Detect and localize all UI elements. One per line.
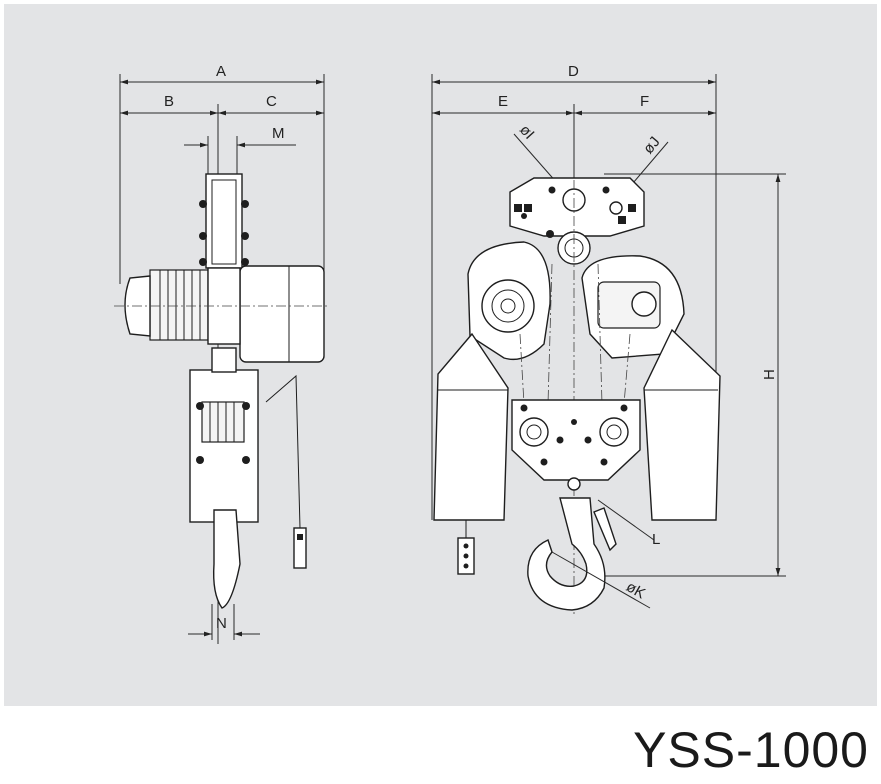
hook-side: [212, 509, 241, 609]
dimension-k-label: øK: [623, 578, 648, 602]
dimension-j-label: øJ: [640, 134, 664, 158]
left-wing: [433, 332, 509, 521]
model-name: YSS-1000: [633, 722, 869, 778]
dimension-h: H: [594, 173, 786, 577]
drawing-panel: A B C M: [4, 4, 877, 706]
motor-housing: [239, 265, 325, 363]
dimension-c-label: C: [266, 93, 277, 110]
dimension-n: N: [188, 604, 260, 640]
dimension-m-label: M: [272, 125, 285, 142]
dimension-a-label: A: [216, 63, 226, 80]
dimension-m: M: [184, 125, 296, 174]
dimension-l-label: L: [652, 531, 660, 548]
dimension-a: A: [119, 63, 325, 284]
side-view: A B C M: [114, 63, 330, 644]
dimension-n-label: N: [216, 615, 227, 632]
hook-front: [527, 497, 606, 611]
dimension-b-label: B: [164, 93, 174, 110]
dimension-h-label: H: [761, 369, 778, 380]
front-view: D E F øI øJ H: [431, 63, 786, 614]
trolley-frame: [205, 173, 243, 269]
motor-fins: [149, 269, 209, 341]
hook-block-side: [189, 369, 259, 523]
dimension-d-label: D: [568, 63, 579, 80]
dimension-l: L: [597, 499, 660, 548]
dimension-e-f: E F: [432, 93, 716, 180]
pendant-cable: [265, 374, 301, 529]
right-wing: [643, 328, 721, 521]
dimension-e-label: E: [498, 93, 508, 110]
dimension-f-label: F: [640, 93, 649, 110]
